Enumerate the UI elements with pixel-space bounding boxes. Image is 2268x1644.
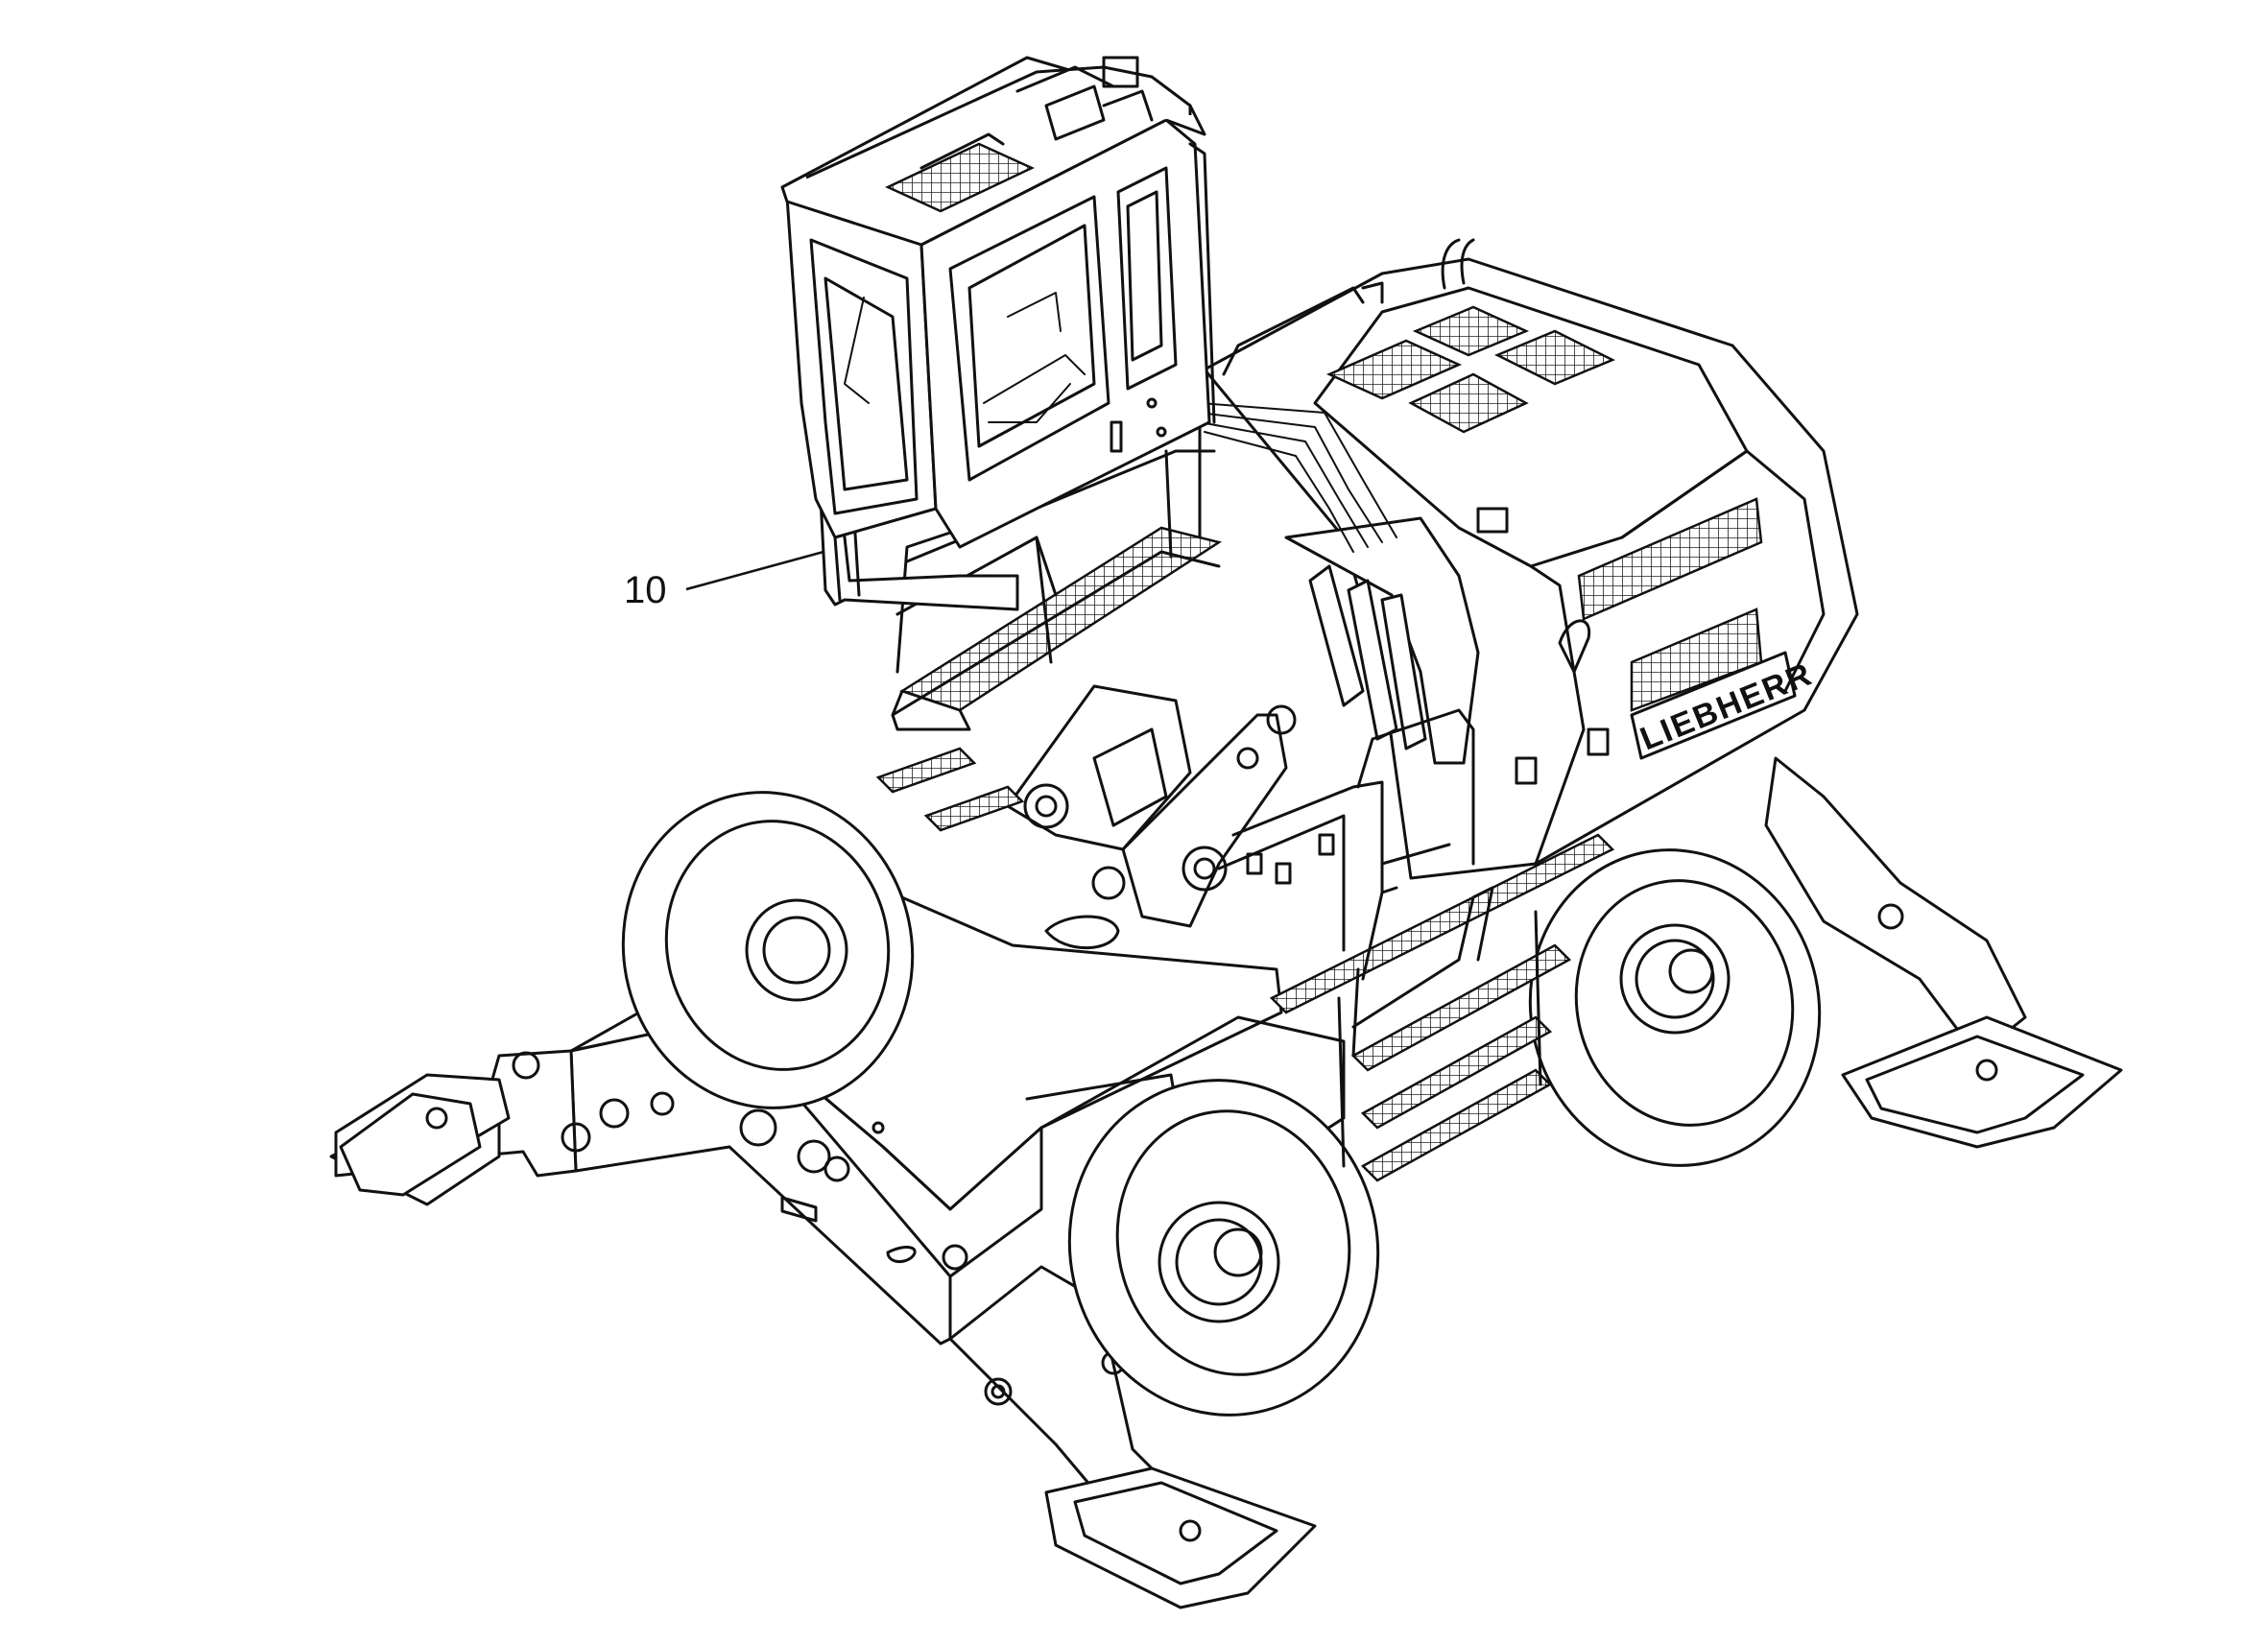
boom-railing xyxy=(1217,708,1475,952)
stabiliser-rear-right xyxy=(1764,756,2123,1149)
stabiliser-front-left xyxy=(329,1049,591,1206)
wheel-front-left xyxy=(621,791,915,1109)
callout-label: 10 xyxy=(624,569,667,611)
wheel-front-right xyxy=(1067,1079,1380,1417)
walkway-platform xyxy=(875,420,1223,832)
callout-10: 10 xyxy=(624,550,824,611)
boom-assembly xyxy=(1121,402,1480,928)
access-ladder xyxy=(1269,833,1615,1182)
operator-cab xyxy=(780,56,1216,611)
upper-carriage: LIEBHERR xyxy=(1203,238,1859,880)
callout-leader-line xyxy=(685,550,824,591)
boom-pivot xyxy=(1006,684,1192,900)
stabiliser-front-right xyxy=(948,1265,1317,1609)
